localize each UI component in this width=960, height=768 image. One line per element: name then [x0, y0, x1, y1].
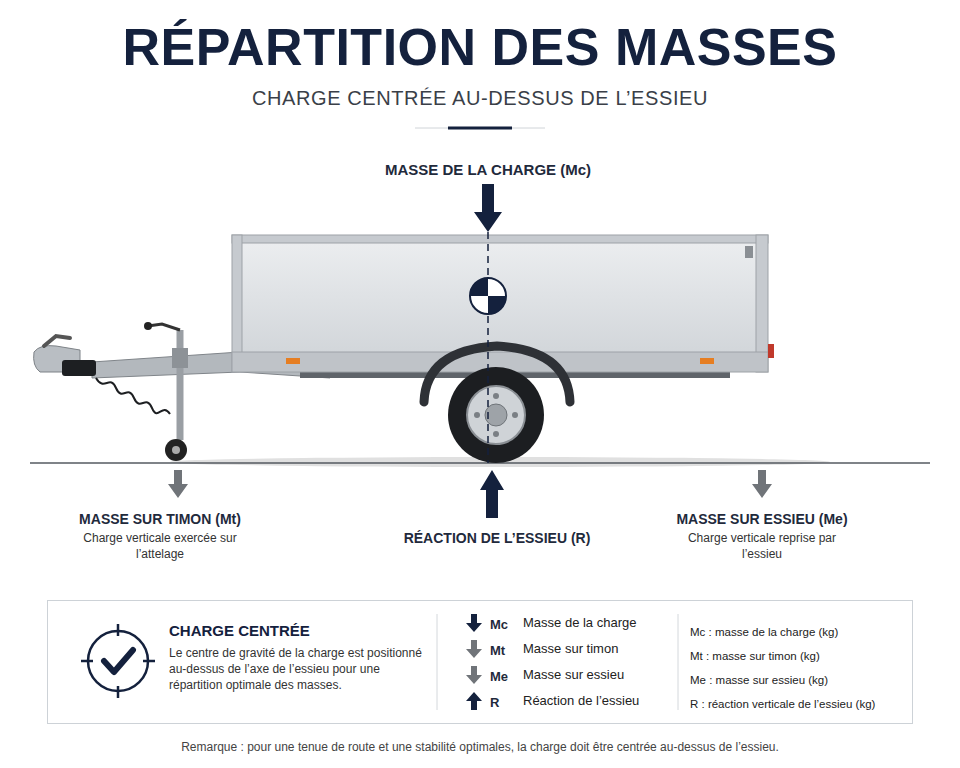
- symbol-slot: Mc: [490, 615, 508, 633]
- load-mass-label: MASSE DE LA CHARGE (Mc): [328, 160, 648, 179]
- trailer-body: [232, 235, 774, 378]
- jockey-post: [177, 330, 184, 440]
- check-tick: [117, 624, 120, 636]
- electric-cable: [96, 378, 170, 414]
- symbol-slot: R: [490, 693, 499, 711]
- cg-circle: [470, 278, 506, 314]
- latch: [745, 246, 753, 258]
- side-panel: [234, 238, 764, 354]
- tyre: [448, 367, 544, 463]
- legend-arrow: [464, 691, 484, 711]
- rim-hole: [493, 431, 499, 437]
- title-rule-accent: [448, 127, 512, 130]
- definition-slot: Mc : masse de la charge (kg): [690, 622, 838, 640]
- jockey-hub: [172, 446, 180, 454]
- axle-mass-note-slot: Charge verticale reprise par l’essieu: [677, 530, 847, 562]
- panel-divider: [678, 614, 679, 710]
- drawbar-mass-label-slot: MASSE SUR TIMON (Mt): [30, 510, 290, 528]
- jockey-clamp: [172, 348, 188, 368]
- check-tick: [117, 686, 120, 698]
- axle-reaction-label-slot: RÉACTION DE L’ESSIEU (R): [347, 529, 647, 547]
- symbol: R: [490, 695, 499, 711]
- side-reflector: [700, 358, 714, 364]
- drawbar-mass-label: MASSE SUR TIMON (Mt): [30, 510, 290, 528]
- definition: Mt : masse sur timon (kg): [690, 649, 820, 663]
- definition-slot: R : réaction verticale de l’essieu (kg): [690, 694, 875, 712]
- centre-of-gravity-symbol: [470, 278, 506, 314]
- definition-slot: Mt : masse sur timon (kg): [690, 646, 820, 664]
- axle-mass-arrow: [752, 470, 772, 498]
- symbol: Me: [490, 669, 508, 685]
- title-slot: RÉPARTITION DES MASSES: [0, 16, 960, 78]
- symbol: Mc: [490, 617, 508, 633]
- axle-axis-line: [487, 232, 489, 463]
- subtitle-slot: CHARGE CENTRÉE AU-DESSUS DE L’ESSIEU: [130, 86, 830, 111]
- cg-quadrant: [470, 278, 488, 296]
- legend-arrow: [464, 613, 484, 633]
- top-rail: [232, 235, 768, 243]
- check-tick: [143, 660, 155, 663]
- panel-heading-slot: CHARGE CENTRÉE: [169, 621, 449, 640]
- rim-hole: [493, 393, 499, 399]
- ground-line: [30, 462, 930, 464]
- cg-quadrant: [488, 296, 506, 314]
- jockey-crank: [148, 324, 180, 330]
- axle-reaction-arrow: [480, 470, 504, 518]
- rear-post: [756, 235, 768, 372]
- side-reflector: [286, 358, 300, 364]
- rim: [467, 386, 525, 444]
- check-icon: [81, 624, 155, 698]
- symbol-slot: Me: [490, 667, 508, 685]
- jockey-knob: [144, 322, 152, 330]
- legend-arrow: [464, 665, 484, 685]
- legend-text: Réaction de l’essieu: [523, 693, 672, 709]
- caption: Remarque : pour une tenue de route et un…: [0, 740, 960, 755]
- definition: R : réaction verticale de l’essieu (kg): [690, 697, 875, 711]
- axle-mass-label-slot: MASSE SUR ESSIEU (Me): [632, 510, 892, 528]
- symbol: Mt: [490, 643, 505, 659]
- panel-heading: CHARGE CENTRÉE: [169, 621, 449, 640]
- rim-hole: [474, 412, 480, 418]
- jockey-tyre: [165, 439, 187, 461]
- title: RÉPARTITION DES MASSES: [122, 16, 837, 78]
- title-rule: [415, 128, 545, 129]
- definition: Me : masse sur essieu (kg): [690, 673, 828, 687]
- legend-text: Masse de la charge: [523, 615, 672, 631]
- drawbar-mass-arrow: [168, 470, 188, 498]
- coupling-bellows: [62, 360, 96, 376]
- check-circle: [88, 631, 148, 691]
- rim-hole: [512, 412, 518, 418]
- jockey-wheel: [144, 322, 188, 461]
- legend-arrow: [464, 639, 484, 659]
- axle-mass-note: Charge verticale reprise par l’essieu: [677, 530, 847, 562]
- panel-body: Le centre de gravité de la charge est po…: [169, 645, 427, 693]
- tail-light: [768, 344, 774, 358]
- drawbar-mass-note: Charge verticale exercée sur l’attelage: [75, 530, 245, 562]
- definition: Mc : masse de la charge (kg): [690, 625, 838, 639]
- wheel: [424, 346, 570, 463]
- symbol-slot: Mt: [490, 641, 505, 659]
- check-mark: [104, 650, 133, 672]
- axle-mass-label: MASSE SUR ESSIEU (Me): [632, 510, 892, 528]
- legend-arrow-shape: [466, 640, 482, 658]
- caption-slot: Remarque : pour une tenue de route et un…: [0, 740, 960, 755]
- panel-divider: [437, 614, 438, 710]
- legend-arrow-shape: [466, 666, 482, 684]
- check-tick: [81, 660, 93, 663]
- load-mass-label-slot: MASSE DE LA CHARGE (Mc): [328, 160, 648, 179]
- legend-text: Masse sur timon: [523, 641, 672, 657]
- panel-body-slot: Le centre de gravité de la charge est po…: [169, 645, 427, 693]
- definition-slot: Me : masse sur essieu (kg): [690, 670, 828, 688]
- legend-arrow-shape: [466, 692, 482, 710]
- drawbar-mass-note-slot: Charge verticale exercée sur l’attelage: [75, 530, 245, 562]
- legend-arrow-shape: [466, 614, 482, 632]
- front-post: [232, 235, 242, 372]
- coupling-handle: [44, 336, 70, 346]
- load-arrow: [474, 184, 502, 232]
- legend-text: Masse sur essieu: [523, 667, 672, 683]
- axle-reaction-label: RÉACTION DE L’ESSIEU (R): [347, 529, 647, 547]
- subtitle: CHARGE CENTRÉE AU-DESSUS DE L’ESSIEU: [130, 86, 830, 111]
